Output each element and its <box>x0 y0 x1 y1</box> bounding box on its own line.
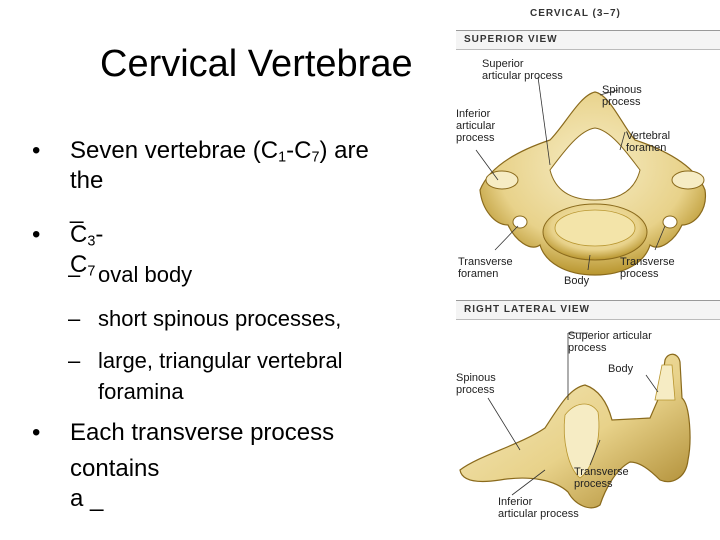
label-superior-articular-process: Superior articular process <box>482 58 563 83</box>
lateral-view-bar: RIGHT LATERAL VIEW <box>456 300 720 320</box>
label-lateral-superior-articular: Superior articular process <box>568 330 652 355</box>
label-lateral-inferior-articular: Inferior articular process <box>498 496 579 521</box>
vertebra-figure: CERVICAL (3–7) SUPERIOR VIEW RIGHT LATER… <box>450 0 720 540</box>
superior-view-vertebra <box>475 76 707 276</box>
label-lateral-spinous-process: Spinous process <box>456 372 496 397</box>
slide-title: Cervical Vertebrae <box>100 43 413 85</box>
superior-view-bar: SUPERIOR VIEW <box>456 30 720 50</box>
figure-title: CERVICAL (3–7) <box>530 8 621 19</box>
label-inferior-articular-process: Inferior articular process <box>456 108 496 145</box>
label-spinous-process: Spinous process <box>602 84 642 109</box>
label-vertebral-foramen: Vertebral foramen <box>626 130 671 155</box>
label-lateral-body: Body <box>608 363 634 375</box>
lateral-view-vertebra <box>459 332 691 509</box>
label-transverse-foramen: Transverse foramen <box>458 256 513 281</box>
label-lateral-transverse-process: Transverse process <box>574 466 629 491</box>
vertebra-illustration <box>459 76 707 509</box>
label-transverse-process: Transverse process <box>620 256 675 281</box>
label-body: Body <box>564 275 590 287</box>
